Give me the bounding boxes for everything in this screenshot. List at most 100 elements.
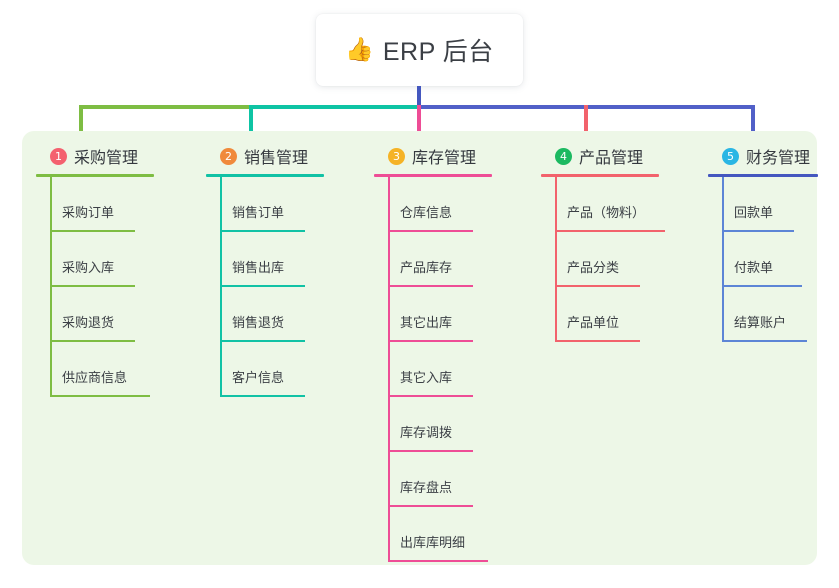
column-badge-icon: 1 (50, 147, 67, 165)
list-item[interactable]: 产品单位 (555, 287, 659, 342)
connector-drop-2 (249, 105, 253, 143)
column-item-list: 销售订单销售出库销售退货客户信息 (206, 177, 324, 397)
list-item-rule (722, 340, 807, 342)
list-item-label: 销售出库 (232, 260, 285, 275)
list-item[interactable]: 产品（物料） (555, 177, 665, 232)
list-item[interactable]: 其它出库 (388, 287, 492, 342)
list-item-label: 产品（物料） (567, 205, 646, 220)
column-1: 1 采购管理采购订单采购入库采购退货供应商信息 (36, 144, 154, 397)
list-item-label: 产品库存 (400, 260, 453, 275)
column-header-rule (708, 174, 818, 177)
list-item-rule (722, 230, 794, 232)
column-item-list: 回款单付款单结算账户 (708, 177, 818, 342)
list-item[interactable]: 付款单 (722, 232, 818, 287)
diagram-backdrop (22, 131, 817, 565)
list-item[interactable]: 供应商信息 (50, 342, 154, 397)
column-title: 库存管理 (412, 150, 477, 167)
list-item-label: 销售订单 (232, 205, 285, 220)
thumbs-up-icon: 👍 (345, 35, 374, 62)
column-badge-icon: 4 (555, 147, 572, 165)
column-badge-icon: 5 (722, 147, 739, 165)
list-item[interactable]: 库存盘点 (388, 452, 492, 507)
list-item[interactable]: 回款单 (722, 177, 818, 232)
list-item-label: 其它入库 (400, 370, 453, 385)
list-item[interactable]: 采购退货 (50, 287, 154, 342)
list-item[interactable]: 客户信息 (220, 342, 324, 397)
list-item[interactable]: 结算账户 (722, 287, 818, 342)
list-item-rule (555, 340, 640, 342)
column-spine (388, 177, 390, 562)
list-item[interactable]: 销售退货 (220, 287, 324, 342)
list-item[interactable]: 库存调拨 (388, 397, 492, 452)
column-header-rule (374, 174, 492, 177)
column-5: 5 财务管理回款单付款单结算账户 (708, 144, 818, 342)
list-item-label: 销售退货 (232, 315, 285, 330)
list-item-label: 库存调拨 (400, 425, 453, 440)
list-item[interactable]: 仓库信息 (388, 177, 492, 232)
list-item-rule (50, 285, 135, 287)
list-item[interactable]: 产品库存 (388, 232, 492, 287)
list-item-rule (555, 285, 640, 287)
connector-drop-4 (584, 105, 588, 143)
list-item-label: 产品分类 (567, 260, 620, 275)
list-item-rule (388, 505, 473, 507)
list-item-label: 结算账户 (734, 315, 787, 330)
connector-stem (417, 86, 421, 108)
list-item[interactable]: 采购入库 (50, 232, 154, 287)
column-spine (555, 177, 557, 342)
list-item[interactable]: 产品分类 (555, 232, 659, 287)
list-item-rule (388, 560, 488, 562)
column-spine (722, 177, 724, 342)
list-item[interactable]: 出库库明细 (388, 507, 492, 562)
column-header-rule (36, 174, 154, 177)
list-item[interactable]: 其它入库 (388, 342, 492, 397)
connector-bus-middle (249, 105, 419, 109)
list-item-rule (388, 450, 473, 452)
list-item[interactable]: 销售出库 (220, 232, 324, 287)
root-node-label: ERP 后台 (382, 38, 494, 66)
list-item-rule (722, 285, 802, 287)
column-header-rule (206, 174, 324, 177)
list-item-rule (50, 340, 135, 342)
list-item-rule (50, 395, 150, 397)
list-item-rule (50, 230, 135, 232)
list-item-rule (220, 230, 305, 232)
column-header-rule (541, 174, 659, 177)
list-item-rule (220, 285, 305, 287)
list-item-label: 采购订单 (62, 205, 115, 220)
list-item-label: 仓库信息 (400, 205, 453, 220)
connector-drop-1 (79, 105, 83, 143)
column-item-list: 采购订单采购入库采购退货供应商信息 (36, 177, 154, 397)
list-item-rule (388, 230, 473, 232)
list-item-rule (388, 340, 473, 342)
connector-bus-left (79, 105, 251, 109)
column-spine (50, 177, 52, 397)
list-item-label: 库存盘点 (400, 480, 453, 495)
column-3: 3 库存管理仓库信息产品库存其它出库其它入库库存调拨库存盘点出库库明细 (374, 144, 492, 562)
root-node-erp-backend[interactable]: 👍 ERP 后台 (316, 14, 523, 86)
list-item-rule (555, 230, 665, 232)
column-header-1[interactable]: 1 采购管理 (36, 144, 154, 168)
list-item-label: 采购退货 (62, 315, 115, 330)
column-badge-icon: 3 (388, 147, 405, 165)
list-item-rule (220, 395, 305, 397)
list-item-label: 出库库明细 (400, 535, 466, 550)
column-badge-icon: 2 (220, 147, 237, 165)
list-item-rule (388, 395, 473, 397)
list-item-label: 采购入库 (62, 260, 115, 275)
connector-drop-3 (417, 105, 421, 143)
column-spine (220, 177, 222, 397)
list-item-rule (388, 285, 473, 287)
column-item-list: 仓库信息产品库存其它出库其它入库库存调拨库存盘点出库库明细 (374, 177, 492, 562)
column-header-5[interactable]: 5 财务管理 (708, 144, 818, 168)
list-item[interactable]: 销售订单 (220, 177, 324, 232)
column-header-3[interactable]: 3 库存管理 (374, 144, 492, 168)
list-item[interactable]: 采购订单 (50, 177, 154, 232)
column-title: 财务管理 (746, 150, 811, 167)
column-title: 采购管理 (74, 150, 139, 167)
